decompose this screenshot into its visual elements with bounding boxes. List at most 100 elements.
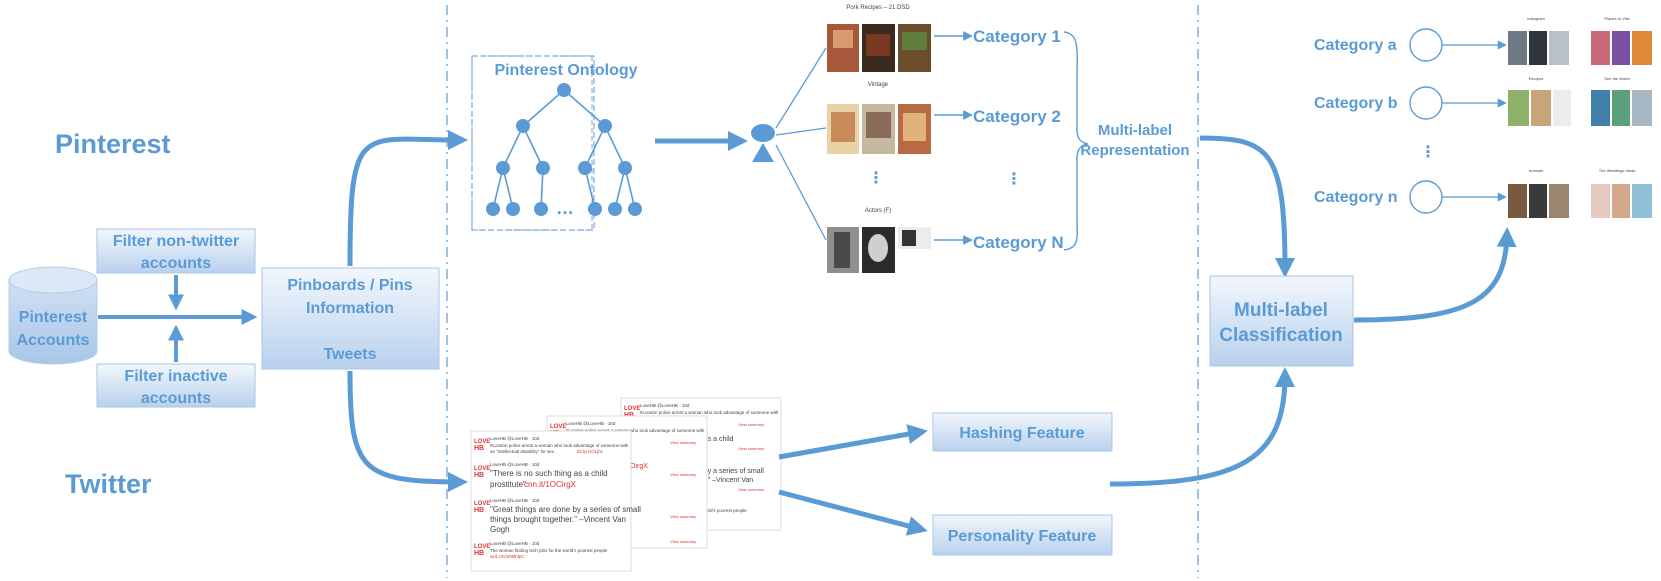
multi-label-classification-box: Multi-label Classification <box>1209 275 1354 367</box>
output-thumbs-a: Instagram Places to Visit <box>1508 16 1652 65</box>
pinboards-line-2: Information <box>306 300 394 317</box>
category-2-label: Category 2 <box>973 107 1061 126</box>
svg-text:Instagram: Instagram <box>1527 16 1545 21</box>
svg-text:LOVE: LOVE <box>474 439 490 445</box>
svg-text:LOVE: LOVE <box>550 424 566 430</box>
svg-text:ter." –Vincent Van: ter." –Vincent Van <box>698 477 753 484</box>
svg-text:prostitute":: prostitute": <box>490 480 528 489</box>
user-icon <box>751 124 775 162</box>
svg-text:g as a child: g as a child <box>698 436 734 443</box>
pinterest-accounts-database: Pinterest Accounts <box>8 266 98 365</box>
board-1-title: Pork Recipes – 21 DSD <box>846 5 910 11</box>
board-3-title: Actors (F) <box>865 208 891 214</box>
svg-text:LoveHB @LoveHB · 10d: LoveHB @LoveHB · 10d <box>566 421 616 426</box>
svg-text:LOVE: LOVE <box>474 501 490 507</box>
category-brace <box>1063 31 1089 251</box>
pinboards-to-ontology-arrow <box>347 129 468 267</box>
filter-non-twitter-box: Filter non-twitter accounts <box>96 228 256 274</box>
boards-vdots: ⋮ <box>868 170 884 187</box>
filter-inactive-line-2: accounts <box>141 390 211 407</box>
svg-text:HB: HB <box>474 472 484 479</box>
svg-text:Animals: Animals <box>1529 168 1543 173</box>
board-2-title: Vintage <box>868 82 889 88</box>
svg-text:View summary: View summary <box>738 446 764 451</box>
category-N-label: Category N <box>973 233 1064 252</box>
classification-line-2: Classification <box>1219 325 1343 346</box>
svg-text:LoveHB @LoveHB · 10d: LoveHB @LoveHB · 10d <box>490 436 540 441</box>
pinterest-label: Pinterest <box>55 129 171 159</box>
svg-text:Places to Visit: Places to Visit <box>1604 16 1630 21</box>
svg-text:View summary: View summary <box>738 422 764 427</box>
svg-text:View summary: View summary <box>670 472 696 477</box>
database-label-2: Accounts <box>17 332 90 349</box>
representation-line-1: Multi-label <box>1098 122 1172 139</box>
svg-text:LoveHB @LoveHB · 10d: LoveHB @LoveHB · 10d <box>490 498 540 503</box>
svg-text:#London police arrest a woman: #London police arrest a woman who took a… <box>566 428 705 433</box>
pinboards-box: Pinboards / Pins Information Tweets <box>261 267 440 370</box>
output-category-b: Category b <box>1314 95 1398 112</box>
outputs-vdots: ⋮ <box>1420 144 1436 161</box>
board-vintage: Vintage <box>827 82 931 154</box>
representation-line-2: Representation <box>1080 142 1189 159</box>
svg-text:View summary: View summary <box>670 539 696 544</box>
filter-non-twitter-line-1: Filter non-twitter <box>113 233 239 250</box>
svg-text:View summary: View summary <box>738 487 764 492</box>
hashing-feature-label: Hashing Feature <box>959 425 1084 442</box>
ontology-tree <box>492 89 636 210</box>
output-thumbs-b: Recipes See the World <box>1508 76 1652 126</box>
svg-text:HB: HB <box>474 550 484 557</box>
svg-text:Recipes: Recipes <box>1529 76 1543 81</box>
board-actors: Actors (F) <box>827 208 931 273</box>
svg-text:"Great things are done by a se: "Great things are done by a series of sm… <box>490 505 641 514</box>
svg-text:an "intellectual disability" f: an "intellectual disability" for sex. <box>490 449 555 454</box>
ontology-nodes <box>486 83 642 216</box>
hashing-feature-box: Hashing Feature <box>932 412 1113 452</box>
filter-inactive-line-1: Filter inactive <box>124 368 227 385</box>
representation-to-classification-arrow <box>1199 135 1295 278</box>
personality-feature-label: Personality Feature <box>948 528 1097 545</box>
pinboards-line-3: Tweets <box>323 346 376 363</box>
personality-feature-box: Personality Feature <box>932 514 1113 556</box>
svg-text:e by a series of small: e by a series of small <box>698 468 764 475</box>
svg-text:bit.ly/1IOLjfIz: bit.ly/1IOLjfIz <box>577 449 604 454</box>
svg-text:OirgX: OirgX <box>630 463 648 470</box>
svg-text:The woman finding tech jobs fo: The woman finding tech jobs for the worl… <box>490 548 608 553</box>
svg-text:Gogh: Gogh <box>490 525 510 534</box>
filter-non-twitter-line-2: accounts <box>141 255 211 272</box>
svg-text:LOVE: LOVE <box>474 466 490 472</box>
svg-text:LoveHB @LoveHB · 10d: LoveHB @LoveHB · 10d <box>490 462 540 467</box>
classification-to-outputs-arrow <box>1353 227 1517 323</box>
output-category-a: Category a <box>1314 37 1397 54</box>
pinboards-line-1: Pinboards / Pins <box>287 277 412 294</box>
svg-text:LoveHB @LoveHB · 10d: LoveHB @LoveHB · 10d <box>490 541 540 546</box>
twitter-label: Twitter <box>65 469 152 499</box>
output-node-a <box>1409 28 1443 62</box>
svg-text:HB: HB <box>624 412 634 419</box>
svg-text:#London police arrest a woman: #London police arrest a woman who took a… <box>490 443 629 448</box>
svg-text:cnn.it/1OCirgX: cnn.it/1OCirgX <box>524 480 577 489</box>
user-to-boards-lines <box>775 47 827 241</box>
svg-text:wrd.cm/1NMhlpC: wrd.cm/1NMhlpC <box>490 554 525 559</box>
svg-text:LOVE: LOVE <box>624 406 640 412</box>
output-thumbs-n: Animals The Weddings Ideas <box>1508 168 1652 218</box>
output-node-n <box>1409 180 1443 214</box>
svg-text:HB: HB <box>474 445 484 452</box>
svg-text:LOVE: LOVE <box>474 544 490 550</box>
category-1-label: Category 1 <box>973 27 1061 46</box>
svg-text:View summary: View summary <box>670 440 696 445</box>
output-node-b <box>1409 86 1443 120</box>
svg-text:The Weddings Ideas: The Weddings Ideas <box>1599 168 1636 173</box>
ontology-ellipsis: … <box>556 198 574 218</box>
output-category-n: Category n <box>1314 189 1398 206</box>
svg-text:See the World: See the World <box>1604 76 1629 81</box>
svg-text:#London police arrest a woman: #London police arrest a woman who took a… <box>640 410 779 415</box>
svg-text:"There is no such thing as a c: "There is no such thing as a child <box>490 469 608 478</box>
tweets-to-personality-arrow <box>778 489 928 536</box>
categories-vdots: ⋮ <box>1006 171 1022 188</box>
tweets-to-hashing-arrow <box>778 424 928 460</box>
database-label-1: Pinterest <box>19 309 88 326</box>
svg-text:HB: HB <box>474 507 484 514</box>
pinboards-to-tweets-arrow <box>347 370 468 492</box>
classification-line-1: Multi-label <box>1234 300 1328 321</box>
